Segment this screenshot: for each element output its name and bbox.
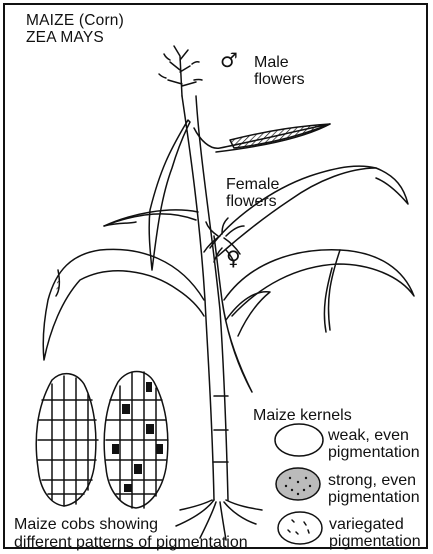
maize-cob-2 (104, 372, 168, 509)
leaf (226, 292, 270, 336)
kernel-variegated (278, 512, 322, 544)
kernel-weak-even (275, 424, 323, 456)
leaf (43, 249, 204, 360)
leaf (149, 120, 190, 270)
male-flowers-label: Male flowers (254, 54, 305, 88)
female-symbol-icon: ♀ (226, 246, 241, 270)
male-tassel (159, 46, 202, 96)
maize-cob-1 (36, 374, 98, 506)
diagram-title: MAIZE (Corn) ZEA MAYS (26, 12, 124, 46)
kernel-strong-even (276, 468, 320, 500)
leaf (224, 250, 414, 316)
kernel-strong-label: strong, even pigmentation (328, 472, 420, 506)
kernel-weak-label: weak, even pigmentation (328, 427, 420, 461)
male-symbol-icon: ♂ (220, 48, 238, 72)
female-ear (204, 218, 252, 392)
kernel-variegated-label: variegated pigmentation (329, 516, 421, 550)
cobs-caption: Maize cobs showing different patterns of… (14, 516, 248, 552)
female-flowers-label: Female flowers (226, 176, 279, 210)
kernels-heading: Maize kernels (253, 407, 352, 424)
